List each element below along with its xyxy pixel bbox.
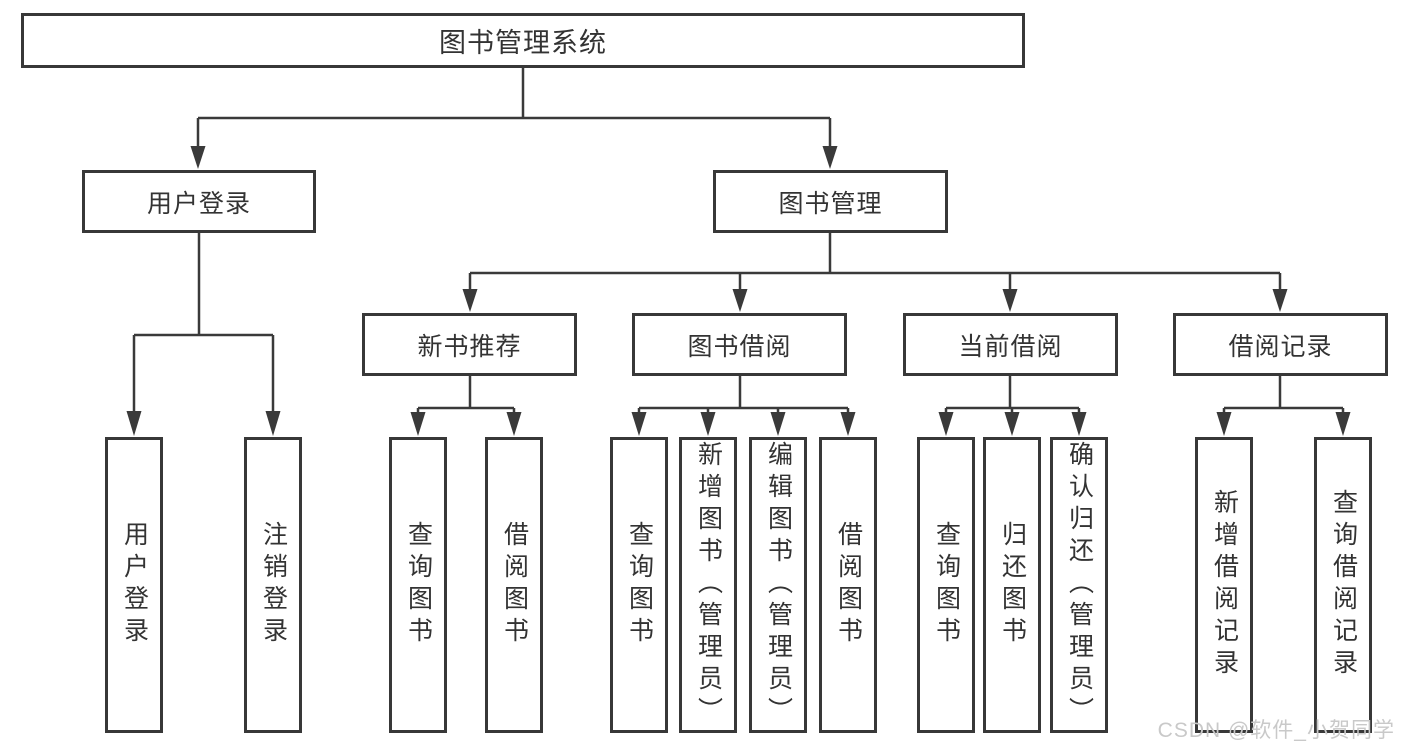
arrow-down-icon xyxy=(1216,412,1232,436)
leaf-edit-books-admin: 编辑图书（管理员） xyxy=(749,437,807,733)
leaf-add-borrow-record: 新增借阅记录 xyxy=(1195,437,1253,733)
arrow-down-icon xyxy=(265,411,281,436)
leaf-label: 新增图书（管理员） xyxy=(694,441,723,729)
node-borrow-records: 借阅记录 xyxy=(1173,313,1388,376)
arrow-down-icon xyxy=(732,289,748,312)
leaf-label: 用户登录 xyxy=(120,521,149,649)
recommend-branch-line xyxy=(416,376,516,412)
arrow-down-icon xyxy=(126,411,142,436)
leaf-label: 确认归还（管理员） xyxy=(1065,441,1094,729)
borrow-branch-line xyxy=(637,376,850,412)
leaf-label: 查询图书 xyxy=(404,521,433,649)
arrow-down-icon xyxy=(631,412,647,436)
leaf-query-books: 查询图书 xyxy=(389,437,447,733)
node-book-borrow: 图书借阅 xyxy=(632,313,847,376)
leaf-borrow-books: 借阅图书 xyxy=(485,437,543,733)
node-root: 图书管理系统 xyxy=(21,13,1025,68)
arrow-down-icon xyxy=(1002,289,1018,312)
arrow-down-icon xyxy=(1335,412,1351,436)
leaf-query-books: 查询图书 xyxy=(610,437,668,733)
leaf-logout: 注销登录 xyxy=(244,437,302,733)
leaf-label: 查询图书 xyxy=(932,521,961,649)
current-branch-line xyxy=(944,376,1081,412)
node-new-book-recommend: 新书推荐 xyxy=(362,313,577,376)
records-branch-line xyxy=(1222,376,1345,412)
node-book-management: 图书管理 xyxy=(713,170,948,233)
leaf-return-books: 归还图书 xyxy=(983,437,1041,733)
leaf-label: 借阅图书 xyxy=(834,521,863,649)
arrow-down-icon xyxy=(462,289,478,312)
arrow-down-icons xyxy=(126,146,1351,436)
leaf-label: 查询借阅记录 xyxy=(1329,489,1358,681)
arrow-down-icon xyxy=(1071,412,1087,436)
arrow-down-icon xyxy=(190,146,206,169)
arrow-down-icon xyxy=(506,412,522,436)
csdn-watermark: CSDN @软件_小贺同学 xyxy=(1157,719,1395,742)
leaf-label: 查询图书 xyxy=(625,521,654,649)
node-current-borrow: 当前借阅 xyxy=(903,313,1118,376)
book-mgmt-branch-line xyxy=(468,233,1282,290)
leaf-label: 编辑图书（管理员） xyxy=(764,441,793,729)
leaf-confirm-return-admin: 确认归还（管理员） xyxy=(1050,437,1108,733)
leaf-label: 归还图书 xyxy=(998,521,1027,649)
arrow-down-icon xyxy=(1272,289,1288,312)
arrow-down-icon xyxy=(770,412,786,436)
leaf-query-borrow-record: 查询借阅记录 xyxy=(1314,437,1372,733)
leaf-add-books-admin: 新增图书（管理员） xyxy=(679,437,737,733)
leaf-query-books: 查询图书 xyxy=(917,437,975,733)
leaf-label: 借阅图书 xyxy=(500,521,529,649)
leaf-label: 注销登录 xyxy=(259,521,288,649)
arrow-down-icon xyxy=(410,412,426,436)
leaf-user-login: 用户登录 xyxy=(105,437,163,733)
node-user-login: 用户登录 xyxy=(82,170,316,233)
leaf-borrow-books: 借阅图书 xyxy=(819,437,877,733)
arrow-down-icon xyxy=(822,146,838,169)
connector-lines xyxy=(132,68,1345,412)
arrow-down-icon xyxy=(840,412,856,436)
leaf-label: 新增借阅记录 xyxy=(1210,489,1239,681)
root-branch-line xyxy=(196,68,832,146)
user-login-branch-line xyxy=(132,233,275,412)
arrow-down-icon xyxy=(1004,412,1020,436)
arrow-down-icon xyxy=(938,412,954,436)
arrow-down-icon xyxy=(700,412,716,436)
